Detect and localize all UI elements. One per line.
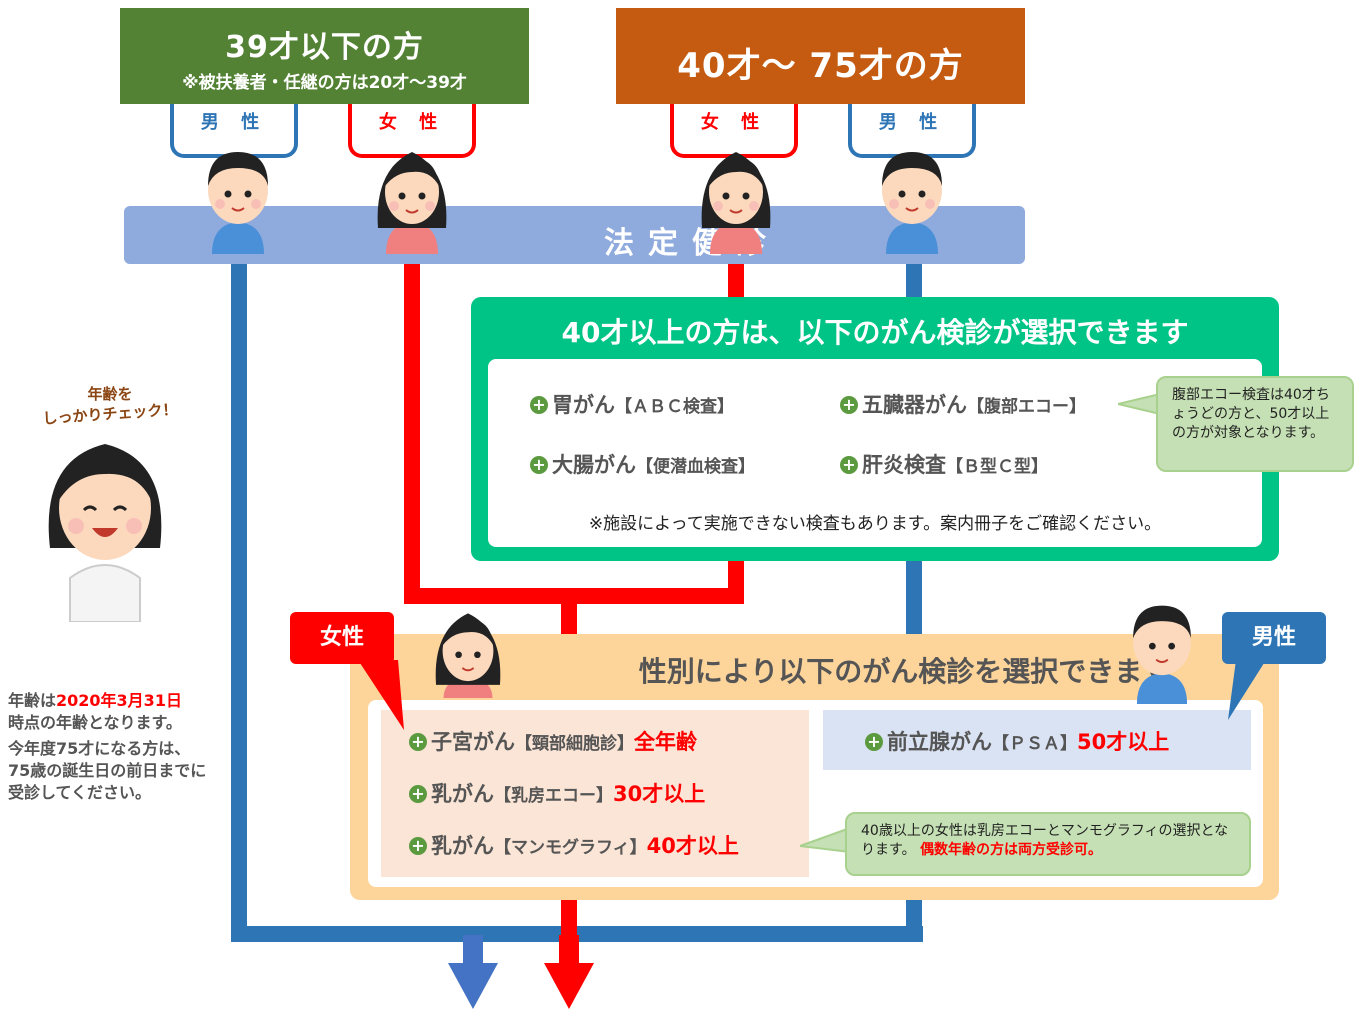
gender-screening-box: 性別により以下のがん検診を選択できます +子宮がん【頸部細胞診】全年齢 +乳がん…	[350, 634, 1279, 900]
female-label: 女性	[290, 612, 394, 664]
list-item: +五臓器がん【腹部エコー】	[840, 389, 1086, 419]
plus-icon: +	[409, 785, 427, 803]
cancer-screening-40-plus-list: +胃がん【ＡＢＣ検査】 +五臓器がん【腹部エコー】 +大腸がん【便潜血検査】 +…	[488, 359, 1262, 547]
tab-young-male: 男 性	[170, 104, 298, 158]
female-person-icon	[377, 152, 447, 254]
red-down-arrow	[544, 935, 594, 1009]
plus-icon: +	[409, 837, 427, 855]
gender-screening-content: +子宮がん【頸部細胞診】全年齢 +乳がん【乳房エコー】30才以上 +乳がん【マン…	[368, 700, 1263, 887]
list-item: +子宮がん【頸部細胞診】全年齢	[409, 726, 697, 756]
flow-line-young-male	[231, 262, 247, 942]
male-badge-pointer	[1228, 660, 1266, 720]
age-check-label: 年齢を しっかりチェック！	[20, 384, 200, 428]
header-40-75: 40才～ 75才の方	[616, 8, 1025, 104]
plus-icon: +	[840, 456, 858, 474]
cancer-screening-40-plus-box: 40才以上の方は、以下のがん検診が選択できます +胃がん【ＡＢＣ検査】 +五臓器…	[471, 297, 1279, 561]
header-under-39: 39才以下の方 ※被扶養者・任継の方は20才～39才	[120, 8, 529, 104]
plus-icon: +	[409, 733, 427, 751]
list-item: +乳がん【乳房エコー】30才以上	[409, 778, 705, 808]
header-under-39-note: ※被扶養者・任継の方は20才～39才	[182, 73, 467, 93]
callout-pointer	[800, 826, 850, 854]
list-item: +大腸がん【便潜血検査】	[530, 449, 755, 479]
nurse-icon	[48, 444, 162, 622]
plus-icon: +	[840, 396, 858, 414]
age-check-line1: 年齢を	[87, 385, 133, 403]
header-under-39-title: 39才以下の方	[225, 30, 424, 65]
plus-icon: +	[530, 396, 548, 414]
header-40-75-title: 40才～ 75才の方	[677, 46, 964, 86]
flow-line-bottom-blue	[231, 926, 923, 942]
age-reference-line: 年齢は2020年3月31日時点の年齢となります。	[8, 691, 182, 732]
male-screening-panel: +前立腺がん【ＰＳＡ】50才以上	[823, 710, 1251, 770]
female-person-icon	[435, 613, 501, 698]
list-item: +肝炎検査【Ｂ型Ｃ型】	[840, 449, 1048, 479]
callout-highlight: 偶数年齢の方は両方受診可。	[920, 842, 1103, 858]
mammography-callout: 40歳以上の女性は乳房エコーとマンモグラフィの選択となります。 偶数年齢の方は両…	[845, 812, 1251, 876]
age-reference-note: 年齢は2020年3月31日時点の年齢となります。 今年度75才になる方は、75歳…	[8, 690, 228, 804]
female-person-icon	[701, 152, 771, 254]
cancer-screening-40-plus-title: 40才以上の方は、以下のがん検診が選択できます	[561, 316, 1189, 349]
female-screening-panel: +子宮がん【頸部細胞診】全年齢 +乳がん【乳房エコー】30才以上 +乳がん【マン…	[381, 710, 809, 877]
list-item: +胃がん【ＡＢＣ検査】	[530, 389, 734, 419]
flow-line-young-female	[404, 262, 420, 602]
blue-down-arrow	[448, 935, 498, 1009]
male-person-icon	[208, 152, 268, 254]
abdominal-echo-callout: 腹部エコー検査は40才ちょうどの方と、50才以上の方が対象となります。	[1156, 376, 1354, 472]
facility-note: ※施設によって実施できない検査もあります。案内冊子をご確認ください。	[588, 514, 1162, 534]
list-item: +乳がん【マンモグラフィ】40才以上	[409, 830, 739, 860]
callout-pointer	[1118, 392, 1160, 416]
female-badge-pointer	[358, 660, 404, 730]
male-label: 男性	[1222, 612, 1326, 664]
age-75-note: 今年度75才になる方は、75歳の誕生日の前日までに受診してください。	[8, 739, 207, 802]
plus-icon: +	[530, 456, 548, 474]
plus-icon: +	[865, 733, 883, 751]
gender-screening-title: 性別により以下のがん検診を選択できます	[638, 655, 1171, 688]
list-item: +前立腺がん【ＰＳＡ】50才以上	[865, 726, 1169, 756]
male-person-icon	[882, 152, 942, 254]
male-person-icon	[1133, 605, 1191, 704]
